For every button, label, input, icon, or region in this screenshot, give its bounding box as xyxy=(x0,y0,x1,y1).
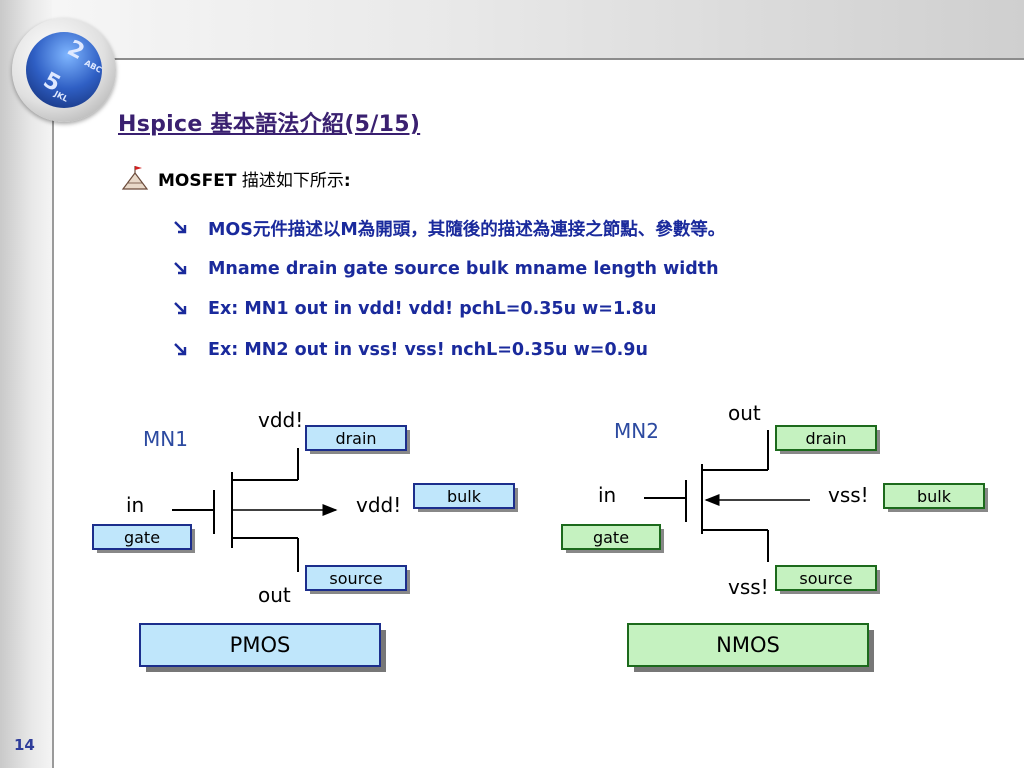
nmos-source-box xyxy=(775,565,877,591)
nmos-bottom-node: vss! xyxy=(728,575,769,599)
sub-bullet-text: MOS元件描述以M為開頭，其隨後的描述為連接之節點、參數等。 xyxy=(208,219,726,240)
pmos-drain-label: drain xyxy=(335,429,376,448)
pmos-device-name: MN1 xyxy=(143,427,188,451)
sub-bullet: MOS元件描述以M為開頭，其隨後的描述為連接之節點、參數等。 xyxy=(172,215,725,241)
pmos-source-label: source xyxy=(329,569,382,588)
main-bullet-text: MOSFET 描述如下所示: xyxy=(158,166,351,191)
sub-bullet: Mname drain gate source bulk mname lengt… xyxy=(172,256,719,282)
mosfet-diagram: MN1 vdd! drain in vdd! bulk gate source … xyxy=(92,401,988,672)
pmos-type-box xyxy=(139,623,381,667)
main-bullet-colon: : xyxy=(343,170,351,191)
pmos-diagram: MN1 vdd! drain in vdd! bulk gate source … xyxy=(92,408,518,672)
nmos-type-label: NMOS xyxy=(716,633,780,657)
main-bullet-description: 描述如下所示 xyxy=(236,170,344,191)
nmos-source-label: source xyxy=(799,569,852,588)
page-title: Hspice 基本語法介紹(5/15) xyxy=(118,112,421,137)
pmos-type-label: PMOS xyxy=(230,633,291,657)
pmos-bottom-node: out xyxy=(258,583,291,607)
pmos-source-box xyxy=(305,565,407,591)
arrow-bullet-icon xyxy=(174,221,187,234)
sub-bullet-text: Mname drain gate source bulk mname lengt… xyxy=(208,259,719,279)
nmos-in-node: in xyxy=(598,483,616,507)
top-header-band xyxy=(52,0,1024,60)
nmos-gate-label: gate xyxy=(593,528,629,547)
pmos-bulk-node: vdd! xyxy=(356,493,401,517)
nmos-drain-box xyxy=(775,425,877,451)
nmos-type-box xyxy=(627,623,869,667)
arrow-bullet-icon xyxy=(174,343,187,356)
sub-bullet-text: Ex: MN2 out in vss! vss! nchL=0.35u w=0.… xyxy=(208,340,648,360)
nmos-top-node: out xyxy=(728,401,761,425)
logo-key-top-letters: ABC xyxy=(82,58,102,75)
logo-key-image: 2 ABC 5 JKL xyxy=(26,32,102,108)
arrow-bullet-icon xyxy=(174,302,187,315)
main-bullet-bold: MOSFET xyxy=(158,170,237,191)
pmos-gate-label: gate xyxy=(124,528,160,547)
pmos-bulk-box xyxy=(413,483,515,509)
pmos-drain-box xyxy=(305,425,407,451)
logo-key-bottom-letters: JKL xyxy=(52,89,70,104)
pmos-top-node: vdd! xyxy=(258,408,303,432)
pmos-in-node: in xyxy=(126,493,144,517)
nmos-diagram: MN2 out drain in vss! bulk gate source v… xyxy=(561,401,988,672)
nmos-drain-label: drain xyxy=(805,429,846,448)
nmos-bulk-node: vss! xyxy=(828,483,869,507)
sub-bullet: Ex: MN2 out in vss! vss! nchL=0.35u w=0.… xyxy=(172,337,648,363)
pmos-gate-box xyxy=(92,524,192,550)
keyboard-key-logo: 2 ABC 5 JKL xyxy=(12,18,116,122)
nmos-gate-box xyxy=(561,524,661,550)
nmos-bulk-box xyxy=(883,483,985,509)
pmos-bulk-label: bulk xyxy=(447,487,482,506)
slide-number: 14 xyxy=(14,736,35,754)
arrow-bullet-icon xyxy=(174,262,187,275)
sub-bullet-text: Ex: MN1 out in vdd! vdd! pchL=0.35u w=1.… xyxy=(208,299,657,319)
nmos-bulk-label: bulk xyxy=(917,487,952,506)
flag-bullet-icon xyxy=(121,166,149,190)
sub-bullet: Ex: MN1 out in vdd! vdd! pchL=0.35u w=1.… xyxy=(172,296,656,322)
nmos-device-name: MN2 xyxy=(614,419,659,443)
main-bullet: MOSFET 描述如下所示: xyxy=(120,162,351,194)
left-sidebar-strip xyxy=(0,0,54,768)
